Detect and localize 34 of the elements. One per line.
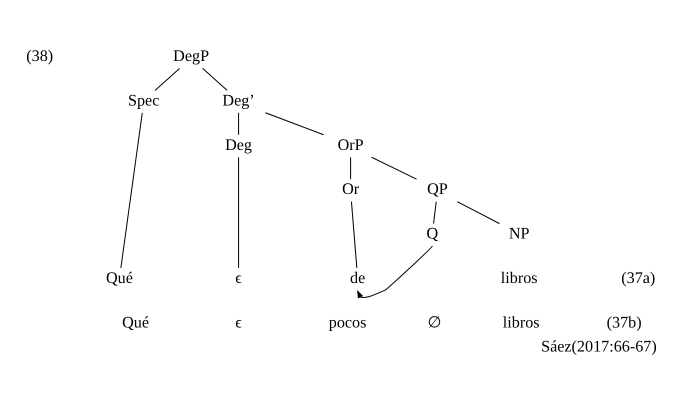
label: Qué (122, 314, 150, 332)
label: (38) (26, 48, 54, 65)
connector (202, 68, 228, 91)
node-text: ϵ (235, 270, 242, 288)
node-text: DegP (173, 48, 210, 65)
node-text: Q (426, 226, 438, 243)
connector (350, 202, 358, 268)
connector (265, 112, 324, 136)
connector (350, 157, 352, 180)
label: libros (502, 314, 540, 332)
arrow (357, 246, 433, 298)
connector (120, 112, 143, 268)
node-text: QP (427, 181, 448, 198)
label: (37b) (606, 314, 642, 332)
node-text: Deg’ (222, 92, 255, 110)
label: ∅ (427, 314, 442, 332)
connector (433, 202, 437, 224)
connector (238, 157, 240, 268)
node-text: Spec (128, 92, 160, 110)
caption: Sáez(2017:66-67) (541, 338, 657, 356)
label: (37a) (621, 270, 656, 288)
connector (371, 156, 417, 180)
node-text: Deg (225, 136, 252, 154)
connector (238, 112, 240, 135)
node-text: de (350, 270, 366, 288)
label: pocos (328, 314, 366, 332)
label: ϵ (235, 314, 242, 332)
node-text: OrP (338, 136, 364, 154)
connector (456, 201, 500, 224)
node-text: Or (342, 181, 360, 198)
connector (154, 68, 180, 91)
node-text: NP (508, 226, 530, 243)
node-text: Qué (106, 270, 133, 288)
label: libros (500, 270, 538, 288)
